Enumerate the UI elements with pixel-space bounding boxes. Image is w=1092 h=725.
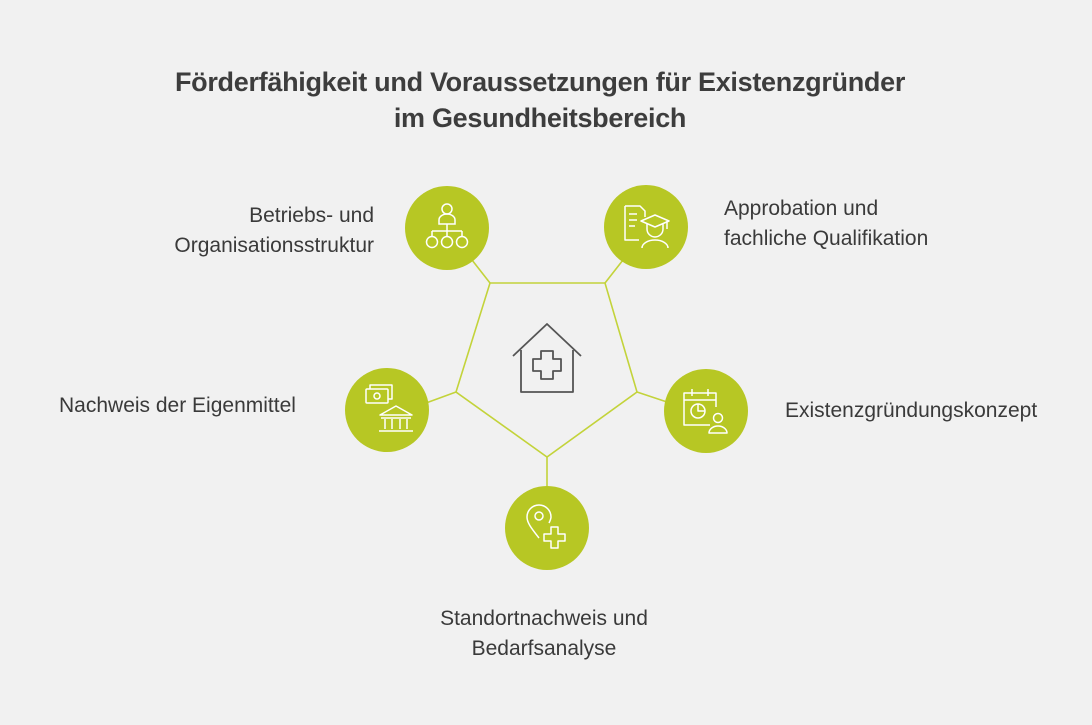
pentagon-outline xyxy=(455,282,638,458)
title-line-2: im Gesundheitsbereich xyxy=(393,103,687,133)
label-betrieb-line-2: Organisationsstruktur xyxy=(174,234,374,257)
node-circle-standort xyxy=(505,486,589,570)
connector-approbation xyxy=(604,259,624,284)
diagram-title: Förderfähigkeit und Voraussetzungen für … xyxy=(0,64,1080,136)
node-circle-konzept xyxy=(664,369,748,453)
certificate-graduate-icon xyxy=(624,205,670,249)
calendar-chart-person-icon xyxy=(683,389,728,434)
label-konzept-line-1: Existenzgründungskonzept xyxy=(785,399,1038,422)
node-circle-approbation xyxy=(604,185,688,269)
org-chart-icon xyxy=(425,203,469,249)
label-konzept: Existenzgründungskonzept xyxy=(785,396,1037,426)
node-approbation xyxy=(604,185,688,269)
node-konzept xyxy=(664,369,748,453)
node-eigenmittel xyxy=(345,368,429,452)
label-standort-line-1: Standortnachweis und xyxy=(440,607,648,630)
money-bank-icon xyxy=(365,384,413,432)
label-approbation: Approbation und fachliche Qualifikation xyxy=(724,194,928,254)
label-eigenmittel-line-1: Nachweis der Eigenmittel xyxy=(59,394,296,417)
label-approbation-line-1: Approbation und xyxy=(724,197,879,220)
label-eigenmittel: Nachweis der Eigenmittel xyxy=(59,391,296,421)
node-betrieb xyxy=(405,186,489,270)
label-approbation-line-2: fachliche Qualifikation xyxy=(724,227,929,250)
label-betrieb: Betriebs- und Organisationsstruktur xyxy=(174,201,374,261)
node-standort xyxy=(505,486,589,570)
connector-betrieb xyxy=(471,259,491,284)
label-standort-line-2: Bedarfsanalyse xyxy=(471,637,617,660)
connector-eigenmittel xyxy=(425,391,457,404)
connector-lines xyxy=(425,259,668,488)
medical-house-icon xyxy=(512,323,582,393)
connector-konzept xyxy=(636,391,668,403)
label-betrieb-line-1: Betriebs- und xyxy=(249,204,374,227)
label-standort: Standortnachweis und Bedarfsanalyse xyxy=(394,604,694,664)
title-line-1: Förderfähigkeit und Voraussetzungen für … xyxy=(174,67,906,97)
node-circle-eigenmittel xyxy=(345,368,429,452)
location-medical-icon xyxy=(526,504,566,549)
